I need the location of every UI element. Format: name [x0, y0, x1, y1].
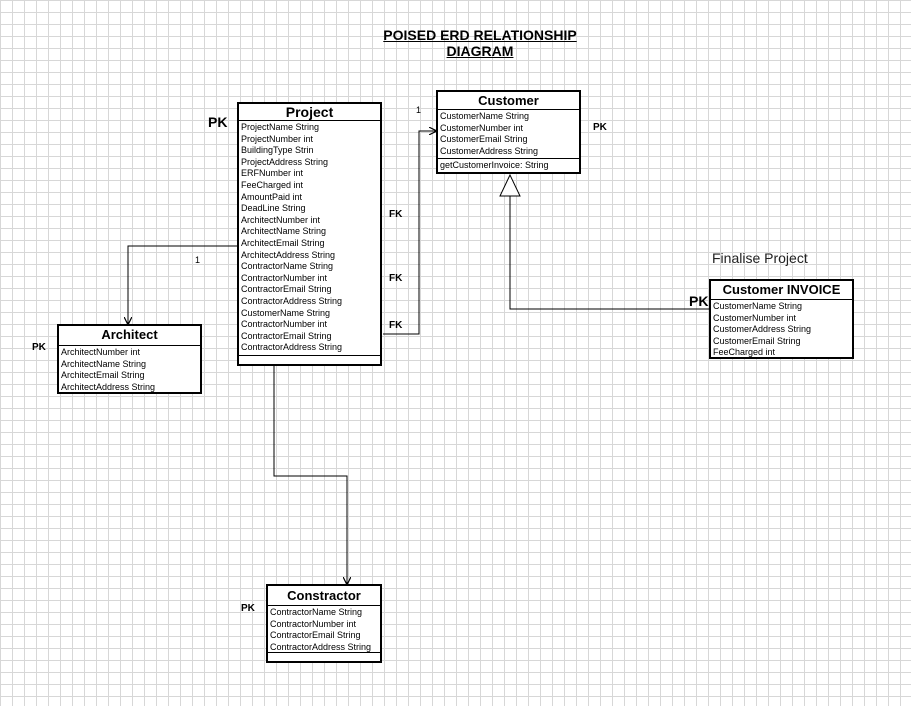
architect-attribute: ArchitectAddress String: [61, 381, 156, 392]
invoice-pk-label: PK: [689, 293, 709, 309]
project-attribute: ERFNumber int: [241, 168, 304, 179]
architect-attribute: ArchitectNumber int: [61, 347, 141, 357]
finalise-project-caption: Finalise Project: [712, 250, 808, 266]
project-attribute: ContractorEmail String: [241, 284, 332, 295]
project-attribute: ArchitectEmail String: [241, 237, 325, 248]
contractor-operations-compartment: [268, 652, 380, 661]
project-attribute: ContractorName String: [241, 261, 334, 272]
customer-operations: getCustomerInvoice: String: [438, 158, 579, 173]
fk-label-contractor: FK: [389, 273, 403, 284]
invoice-attribute: CustomerNumber int: [713, 312, 797, 323]
project-contractor-connector: [273, 366, 347, 584]
fk-label-architect: FK: [389, 209, 403, 220]
diagram-title-line2: DIAGRAM: [446, 43, 514, 59]
fk-label-customer: FK: [389, 320, 403, 331]
contractor-attribute: ContractorEmail String: [270, 630, 361, 641]
project-architect-connector: [128, 245, 238, 324]
invoice-attributes: CustomerName String CustomerNumber int C…: [711, 300, 852, 360]
project-attribute: ProjectName String: [241, 122, 320, 132]
contractor-attribute: ContractorAddress String: [270, 641, 372, 652]
project-attribute: FeeCharged int: [241, 179, 304, 190]
multiplicity-customer: 1: [416, 105, 422, 115]
project-attribute: ContractorNumber int: [241, 319, 328, 330]
project-operations-compartment: [239, 355, 380, 364]
contractor-attribute: ContractorNumber int: [270, 618, 357, 629]
project-attribute: ArchitectNumber int: [241, 214, 321, 225]
architect-entity-name: Architect: [59, 326, 200, 346]
invoice-entity[interactable]: Customer INVOICE CustomerName String Cus…: [709, 279, 854, 359]
project-customer-connector: [383, 131, 436, 335]
project-attribute: ContractorAddress String: [241, 295, 343, 306]
project-attribute: ProjectNumber int: [241, 133, 314, 144]
invoice-customer-connector: [509, 196, 711, 310]
customer-operation: getCustomerInvoice: String: [440, 160, 549, 171]
project-attribute: CustomerName String: [241, 307, 331, 318]
project-attribute: ContractorNumber int: [241, 272, 328, 283]
invoice-attribute: CustomerAddress String: [713, 324, 812, 335]
contractor-entity-name: Constractor: [268, 586, 380, 606]
multiplicity-architect: 1: [195, 255, 201, 265]
project-attribute: BuildingType Strin: [241, 145, 314, 156]
project-entity-name: Project: [239, 104, 380, 121]
customer-entity[interactable]: Customer CustomerName String CustomerNum…: [436, 90, 581, 174]
contractor-pk-label: PK: [241, 603, 255, 614]
project-attribute: DeadLine String: [241, 203, 306, 214]
architect-attribute: ArchitectEmail String: [61, 370, 145, 381]
diagram-title: POISED ERD RELATIONSHIP DIAGRAM: [330, 27, 630, 59]
customer-pk-label: PK: [593, 122, 607, 133]
invoice-attribute: CustomerName String: [713, 301, 803, 311]
project-attribute: ContractorAddress String: [241, 342, 343, 353]
customer-attributes: CustomerName String CustomerNumber int C…: [438, 110, 579, 158]
contractor-attribute: ContractorName String: [270, 607, 363, 617]
project-attributes: ProjectName String ProjectNumber int Bui…: [239, 121, 380, 355]
project-attribute: AmountPaid int: [241, 191, 303, 202]
customer-attribute: CustomerName String: [440, 111, 530, 121]
generalization-triangle: [499, 173, 521, 197]
customer-attribute: CustomerEmail String: [440, 134, 528, 145]
invoice-attribute: FeeCharged int: [713, 347, 776, 358]
invoice-entity-name: Customer INVOICE: [711, 281, 852, 300]
contractor-attributes: ContractorName String ContractorNumber i…: [268, 606, 380, 654]
project-entity[interactable]: Project ProjectName String ProjectNumber…: [237, 102, 382, 366]
contractor-entity[interactable]: Constractor ContractorName String Contra…: [266, 584, 382, 663]
project-attribute: ProjectAddress String: [241, 156, 329, 167]
project-attribute: ContractorEmail String: [241, 330, 332, 341]
architect-pk-label: PK: [32, 342, 46, 353]
customer-attribute: CustomerAddress String: [440, 145, 539, 156]
customer-attribute: CustomerNumber int: [440, 122, 524, 133]
project-attribute: ArchitectName String: [241, 226, 327, 237]
customer-entity-name: Customer: [438, 92, 579, 110]
architect-entity[interactable]: Architect ArchitectNumber int ArchitectN…: [57, 324, 202, 394]
architect-attribute: ArchitectName String: [61, 358, 147, 369]
project-attribute: ArchitectAddress String: [241, 249, 336, 260]
diagram-title-line1: POISED ERD RELATIONSHIP: [383, 27, 577, 43]
project-pk-label: PK: [208, 114, 228, 130]
architect-attributes: ArchitectNumber int ArchitectName String…: [59, 346, 200, 394]
invoice-attribute: CustomerEmail String: [713, 335, 801, 346]
